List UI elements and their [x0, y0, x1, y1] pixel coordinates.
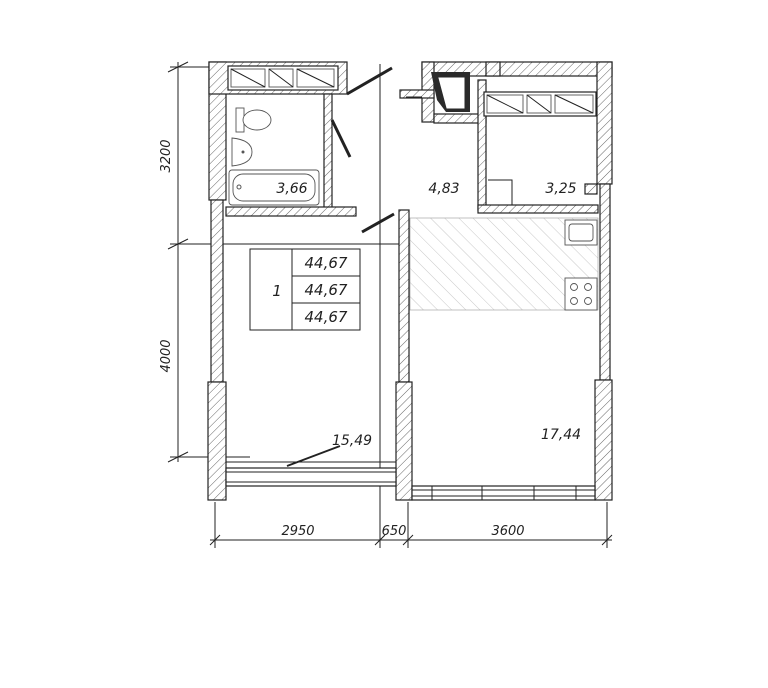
dim-width-2950: 2950	[281, 524, 314, 539]
dim-width-3600: 3600	[491, 524, 524, 539]
bathroom-area-label: 3,66	[276, 181, 307, 197]
kitchen-fixtures	[488, 179, 598, 311]
apartment-summary-table: 1 44,67 44,67 44,67	[249, 248, 361, 331]
kitchen-living-area-label: 17,44	[541, 427, 581, 443]
room-labels: 3,66 4,83 3,25 15,49 17,44	[276, 181, 581, 449]
bedroom-area-label: 15,49	[332, 433, 372, 449]
hallway-area-label: 4,83	[428, 181, 459, 197]
bathroom-fixtures	[228, 107, 320, 206]
dim-height-4000: 4000	[159, 339, 174, 372]
dim-height-3200: 3200	[159, 139, 174, 172]
total-area: 44,67	[305, 254, 348, 272]
living-area: 44,67	[305, 281, 348, 299]
ventilation-shafts	[227, 65, 597, 117]
reduced-area: 44,67	[305, 308, 348, 326]
windows	[225, 461, 596, 501]
dimension-labels: 2950 650 3600 3200 4000	[159, 139, 525, 539]
storage-area-label: 3,25	[545, 181, 576, 197]
dim-width-650: 650	[382, 524, 407, 539]
doors	[286, 66, 422, 467]
room-count: 1	[272, 282, 282, 300]
